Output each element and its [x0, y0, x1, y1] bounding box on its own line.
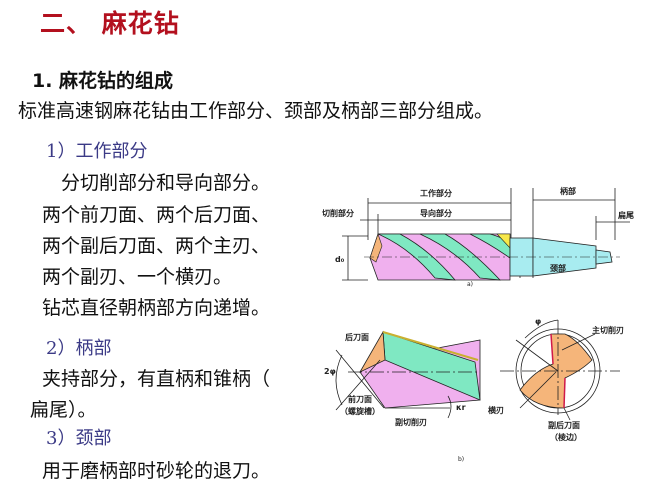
caption-b: b) — [458, 456, 464, 463]
label-working-part: 工作部分 — [420, 188, 452, 198]
label-chisel-edge: 横刃 — [488, 405, 504, 415]
part-line: 两个副后刀面、两个主刃、 — [42, 235, 271, 257]
part-heading-neck: 3）颈部 — [46, 428, 112, 449]
part-heading-working: 1）工作部分 — [46, 141, 148, 162]
label-major-cutting-edge: 主切削刃 — [592, 325, 624, 335]
label-rake-face: 前刀面 — [348, 394, 372, 404]
part-heading-shank: 2）柄部 — [46, 338, 112, 359]
part-line: 两个副刃、一个横刃。 — [42, 266, 233, 288]
label-phi: φ — [535, 317, 541, 326]
drill-side-view-diagram: 工作部分 切削部分 导向部分 柄部 扁尾 颈部 d₀ a) — [322, 186, 634, 288]
part-line: 扁尾）。 — [30, 399, 97, 421]
label-minor-cutting-edge: 副切削刃 — [395, 417, 427, 427]
intro-text: 标准高速钢麻花钻由工作部分、颈部及柄部三部分组成。 — [18, 100, 494, 122]
part-line: 分切削部分和导向部分。 — [42, 172, 271, 194]
label-kr: κr — [456, 403, 466, 412]
label-cutting-part: 切削部分 — [322, 208, 354, 218]
part-line: 两个前刀面、两个后刀面、 — [42, 204, 271, 226]
label-tang: 扁尾 — [618, 210, 634, 220]
label-rake-face-note: （螺旋槽） — [340, 406, 380, 416]
slide-title: 二、 麻花钻 — [40, 9, 180, 38]
part-line: 夹持部分，有直柄和锥柄（ — [42, 368, 271, 390]
label-neck: 颈部 — [549, 263, 566, 273]
label-guide-part: 导向部分 — [420, 208, 452, 218]
part-line: 钻芯直径朝柄部方向递增。 — [42, 297, 271, 319]
label-minor-flank: 副后刀面 — [548, 420, 580, 430]
label-minor-flank-note: （棱边） — [550, 432, 582, 442]
drill-point-geometry-diagram: 后刀面 2φ 前刀面 （螺旋槽） 副切削刃 κr φ 主切削刃 横刃 副后刀面 … — [324, 317, 624, 463]
section-heading: 1. 麻花钻的组成 — [32, 70, 174, 92]
part-line: 用于磨柄部时砂轮的退刀。 — [42, 460, 271, 482]
label-2phi: 2φ — [324, 367, 336, 376]
label-diameter: d₀ — [335, 255, 345, 264]
caption-a: a) — [467, 281, 473, 288]
label-shank: 柄部 — [560, 186, 576, 196]
label-flank-face: 后刀面 — [345, 332, 369, 342]
